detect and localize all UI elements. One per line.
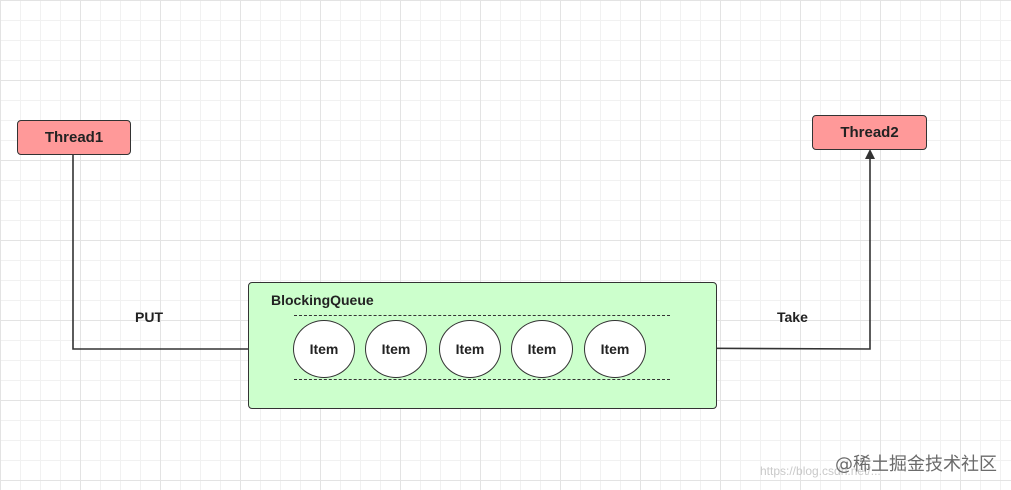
take-edge-label: Take xyxy=(777,309,808,325)
queue-item-1: Item xyxy=(293,320,355,378)
thread2-node: Thread2 xyxy=(812,115,927,150)
queue-item-label: Item xyxy=(309,341,339,357)
url-watermark: https://blog.csdn.net/... xyxy=(760,464,881,478)
queue-item-2: Item xyxy=(365,320,427,378)
queue-item-4: Item xyxy=(511,320,573,378)
put-edge-label: PUT xyxy=(135,309,163,325)
queue-bottom-boundary xyxy=(294,379,670,380)
thread1-label: Thread1 xyxy=(44,129,104,146)
queue-title: BlockingQueue xyxy=(271,292,374,308)
thread1-node: Thread1 xyxy=(17,120,131,155)
queue-item-label: Item xyxy=(600,341,630,357)
queue-top-boundary xyxy=(294,315,670,316)
thread2-label: Thread2 xyxy=(840,124,899,141)
queue-item-label: Item xyxy=(527,341,557,357)
queue-item-5: Item xyxy=(584,320,646,378)
queue-item-3: Item xyxy=(439,320,501,378)
blocking-queue-container: BlockingQueue Item Item Item Item Item xyxy=(248,282,717,409)
take-arrow xyxy=(647,149,875,350)
queue-item-label: Item xyxy=(455,341,485,357)
site-watermark: @稀土掘金技术社区 xyxy=(835,454,997,475)
put-arrow xyxy=(72,155,294,354)
queue-item-label: Item xyxy=(381,341,411,357)
